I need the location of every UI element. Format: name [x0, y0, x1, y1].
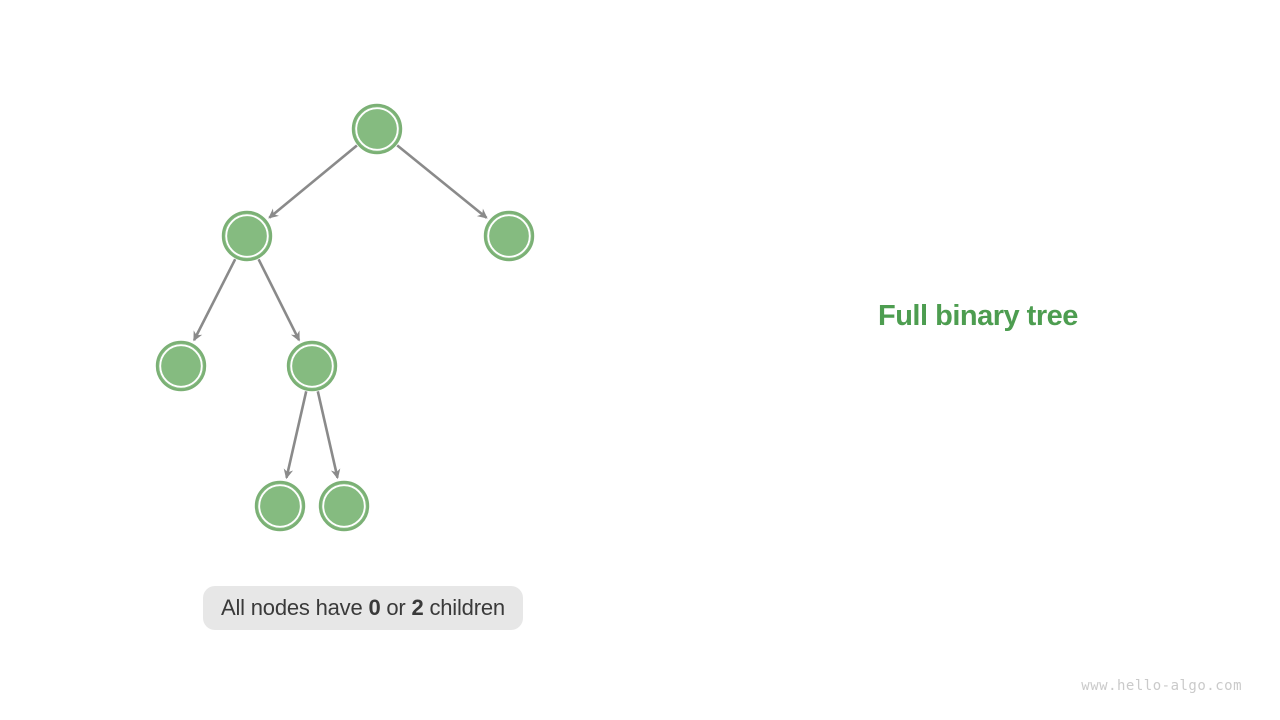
tree-node [483, 210, 535, 262]
caption-segment: or [380, 595, 412, 620]
tree-node [286, 340, 338, 392]
tree-edge [257, 258, 301, 342]
tree-edge [268, 144, 358, 219]
diagram-title: Full binary tree [878, 300, 1078, 332]
tree-node-inner-ring [258, 484, 302, 528]
caption-text: All nodes have 0 or 2 children [221, 595, 505, 621]
tree-node-circle [286, 340, 338, 392]
tree-node-inner-ring [487, 214, 531, 258]
caption-segment: All nodes have [221, 595, 369, 620]
tree-edge [192, 258, 237, 342]
tree-edge [316, 391, 341, 480]
tree-node [254, 480, 306, 532]
caption-segment: children [423, 595, 505, 620]
caption-bold-segment: 0 [368, 595, 381, 620]
caption-bold-segment: 2 [411, 595, 424, 620]
tree-node-circle [351, 103, 403, 155]
tree-node-circle [254, 480, 306, 532]
tree-node-inner-ring [322, 484, 366, 528]
tree-node-circle [155, 340, 207, 392]
tree-node-inner-ring [355, 107, 399, 151]
tree-node [351, 103, 403, 155]
tree-node-inner-ring [290, 344, 334, 388]
tree-edge [283, 391, 308, 480]
tree-node [155, 340, 207, 392]
tree-node-inner-ring [225, 214, 269, 258]
tree-node-circle [221, 210, 273, 262]
tree-node [221, 210, 273, 262]
caption-box: All nodes have 0 or 2 children [203, 586, 523, 630]
tree-edge [396, 144, 488, 219]
watermark: www.hello-algo.com [1081, 678, 1242, 694]
tree-node [318, 480, 370, 532]
tree-node-circle [318, 480, 370, 532]
tree-node-circle [483, 210, 535, 262]
tree-node-inner-ring [159, 344, 203, 388]
